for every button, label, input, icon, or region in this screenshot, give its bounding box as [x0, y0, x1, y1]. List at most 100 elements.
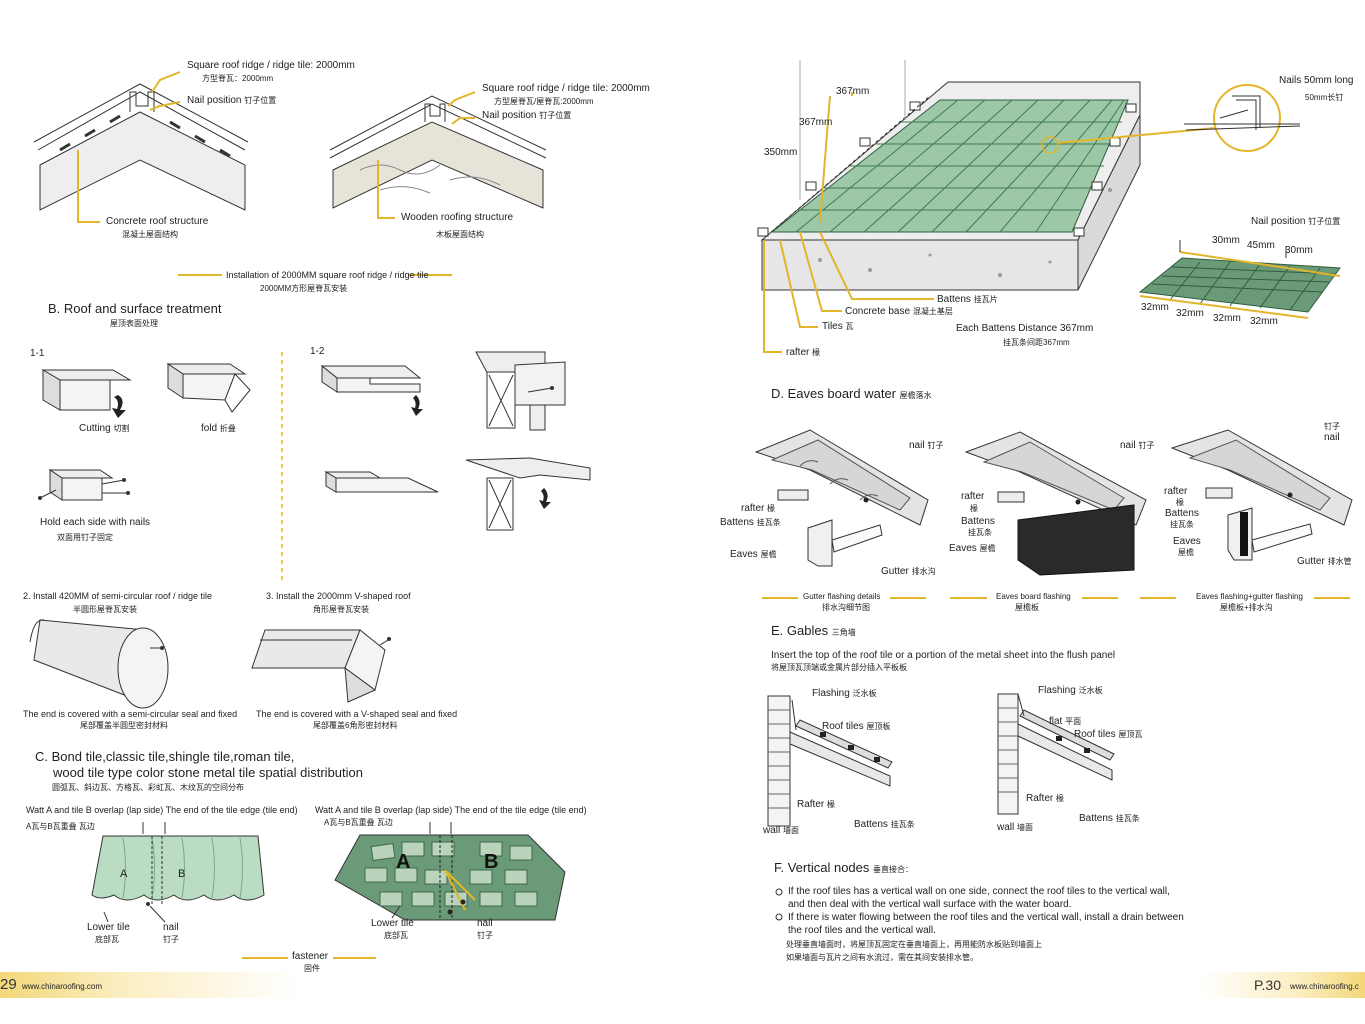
g2-battens: Battens 挂瓦条	[1079, 813, 1140, 824]
section-e-desc-cn: 将屋顶瓦顶端或金属片部分插入平板板	[771, 663, 907, 672]
d2-caption: Eaves board flashing	[996, 592, 1071, 601]
d1-battens: Battens 挂瓦条	[720, 517, 781, 528]
section-c-title-cn: 圆弧瓦、斜边瓦、方格瓦、彩虹瓦、木纹瓦的空间分布	[52, 783, 244, 792]
nails-label: Nails 50mm long	[1279, 75, 1354, 86]
ridge2-nail: Nail position 钉子位置	[482, 110, 572, 121]
right-diagrams	[754, 60, 1353, 921]
overlap1-lower: Lower tile	[87, 922, 130, 933]
d1-caption: Gutter flashing details	[803, 592, 881, 601]
overlap1-nail: nail	[163, 922, 179, 933]
ridge2-title-cn: 方型屋脊瓦/屋脊瓦:2000mm	[494, 97, 594, 106]
d3-caption-cn: 屋檐板+排水沟	[1220, 603, 1273, 612]
section-b-title: B. Roof and surface treatment	[48, 301, 222, 316]
d2-battens-cn: 挂瓦条	[968, 528, 992, 537]
overlap1-lower-cn: 底部瓦	[95, 935, 119, 944]
gable-2-drawing	[997, 693, 1115, 815]
fastener-label-cn: 固件	[304, 964, 320, 973]
dim-32b: 32mm	[1176, 308, 1204, 319]
roof-slab-drawing	[757, 60, 1141, 291]
section-f-cn1: 处理垂直墙面时，将屋顶瓦固定在垂直墙面上，再用能防水板贴到墙面上	[786, 940, 1042, 949]
v-ridge-drawing	[251, 629, 391, 703]
overlap2-nail: nail	[477, 918, 493, 929]
d3-battens-cn: 挂瓦条	[1170, 520, 1194, 529]
d3-nail: nail	[1324, 432, 1340, 443]
overlap1-nail-cn: 钉子	[163, 935, 179, 944]
overlap2-lower: Lower tile	[371, 918, 414, 929]
overlap2-b: B	[484, 851, 499, 873]
section-d-title: D. Eaves board water 屋檐落水	[771, 386, 932, 401]
dim-32d: 32mm	[1250, 316, 1278, 327]
cutting-label: Cutting 切割	[79, 423, 130, 434]
step3-title: 3. Install the 2000mm V-shaped roof	[266, 591, 411, 601]
section-e-title: E. Gables 三角墙	[771, 623, 856, 638]
dim-32a: 32mm	[1141, 302, 1169, 313]
d1-gutter: Gutter 排水沟	[881, 566, 936, 577]
dim-367b: 367mm	[799, 117, 833, 128]
d2-eaves: Eaves 屋檐	[949, 543, 996, 554]
wooden-ridge-drawing	[329, 95, 547, 209]
distance-label-cn: 挂瓦条间距367mm	[1003, 338, 1070, 347]
install-caption-cn: 2000MM方形屋脊瓦安装	[260, 284, 348, 293]
g2-flat: flat 平面	[1049, 716, 1082, 727]
step3-caption-cn: 尾部覆盖6角形密封材料	[313, 721, 398, 730]
d3-caption: Eaves flashing+gutter flashing	[1196, 592, 1303, 601]
dim-350: 350mm	[764, 147, 798, 158]
cutting-drawing	[41, 369, 132, 418]
step3-caption: The end is covered with a V-shaped seal …	[256, 709, 458, 719]
d2-caption-cn: 屋檐板	[1015, 603, 1039, 612]
eaves-d1-drawing	[754, 429, 929, 567]
d2-battens: Battens	[961, 516, 995, 527]
eaves-d2-drawing	[964, 431, 1147, 576]
dim-367a: 367mm	[836, 86, 870, 97]
d1-rafter: rafter 椽	[741, 503, 776, 514]
battens-label: Battens 挂瓦片	[937, 294, 998, 305]
section-f-title: F. Vertical nodes 垂直接合：	[774, 860, 914, 875]
d2-nail: nail 钉子	[1120, 440, 1155, 451]
concrete-label: Concrete base 混凝土基层	[845, 306, 953, 317]
hold-nails-drawing	[38, 469, 130, 501]
overlap1-b: B	[178, 868, 186, 880]
step2-caption: The end is covered with a semi-circular …	[23, 709, 238, 719]
d1-nail: nail 钉子	[909, 440, 944, 451]
ridge-diagrams-left	[29, 71, 591, 959]
small-roof-drawing	[1138, 240, 1341, 319]
eaves-d3-drawing	[1170, 429, 1353, 561]
d3-battens: Battens	[1165, 508, 1199, 519]
gable-1-drawing	[767, 695, 893, 827]
d3-gutter: Gutter 排水管	[1297, 556, 1352, 567]
hold-label: Hold each side with nails	[40, 517, 151, 528]
fold-label: fold 折叠	[201, 423, 236, 434]
ridge1-title-cn: 方型脊瓦：2000mm	[202, 74, 274, 83]
dim-45: 45mm	[1247, 240, 1275, 251]
tile-ab-drawing	[91, 822, 265, 923]
d3-rafter-cn: 椽	[1176, 498, 1184, 507]
rafter-label: rafter 椽	[786, 347, 821, 358]
overlap2-lower-cn: 底部瓦	[384, 931, 408, 940]
g1-roof: Roof tiles 屋顶板	[822, 721, 891, 732]
section-f-bullet2-l1: If there is water flowing between the ro…	[788, 912, 1184, 923]
section-c-title-l1: C. Bond tile,classic tile,shingle tile,r…	[35, 749, 295, 764]
ridge1-nail: Nail position 钉子位置	[187, 95, 277, 106]
g1-battens: Battens 挂瓦条	[854, 819, 915, 830]
g2-wall: wall 墙面	[997, 822, 1034, 833]
section-c-title-l2: wood tile type color stone metal tile sp…	[53, 765, 363, 780]
section-b-title-cn: 屋顶表面处理	[110, 319, 158, 328]
step2-caption-cn: 尾部覆盖半圆型密封材料	[80, 721, 168, 730]
left-page-number: 29	[0, 976, 17, 993]
right-footer-band	[1200, 972, 1365, 998]
overlap2-nail-cn: 钉子	[477, 931, 493, 940]
d3-rafter: rafter	[1164, 486, 1188, 497]
d2-rafter-cn: 椽	[970, 504, 978, 513]
ridge1-base: Concrete roof structure	[106, 216, 209, 227]
dim-30b: 30mm	[1285, 245, 1313, 256]
step2-title-cn: 半圆形屋脊瓦安装	[73, 605, 137, 614]
section-f-bullet1-l1: If the roof tiles has a vertical wall on…	[788, 886, 1170, 897]
g2-roof: Roof tiles 屋顶瓦	[1074, 729, 1143, 740]
ridge1-title: Square roof ridge / ridge tile: 2000mm	[187, 60, 355, 71]
section-f-bullet2-l2: the roof tiles and the vertical wall.	[788, 925, 936, 936]
section-e-desc: Insert the top of the roof tile or a por…	[771, 650, 1116, 661]
g2-rafter: Rafter 椽	[1026, 793, 1065, 804]
install-caption: Installation of 2000MM square roof ridge…	[226, 270, 429, 280]
d3-eaves-cn: 屋檐	[1178, 548, 1194, 557]
nailpos-label: Nail position 钉子位置	[1251, 216, 1341, 227]
